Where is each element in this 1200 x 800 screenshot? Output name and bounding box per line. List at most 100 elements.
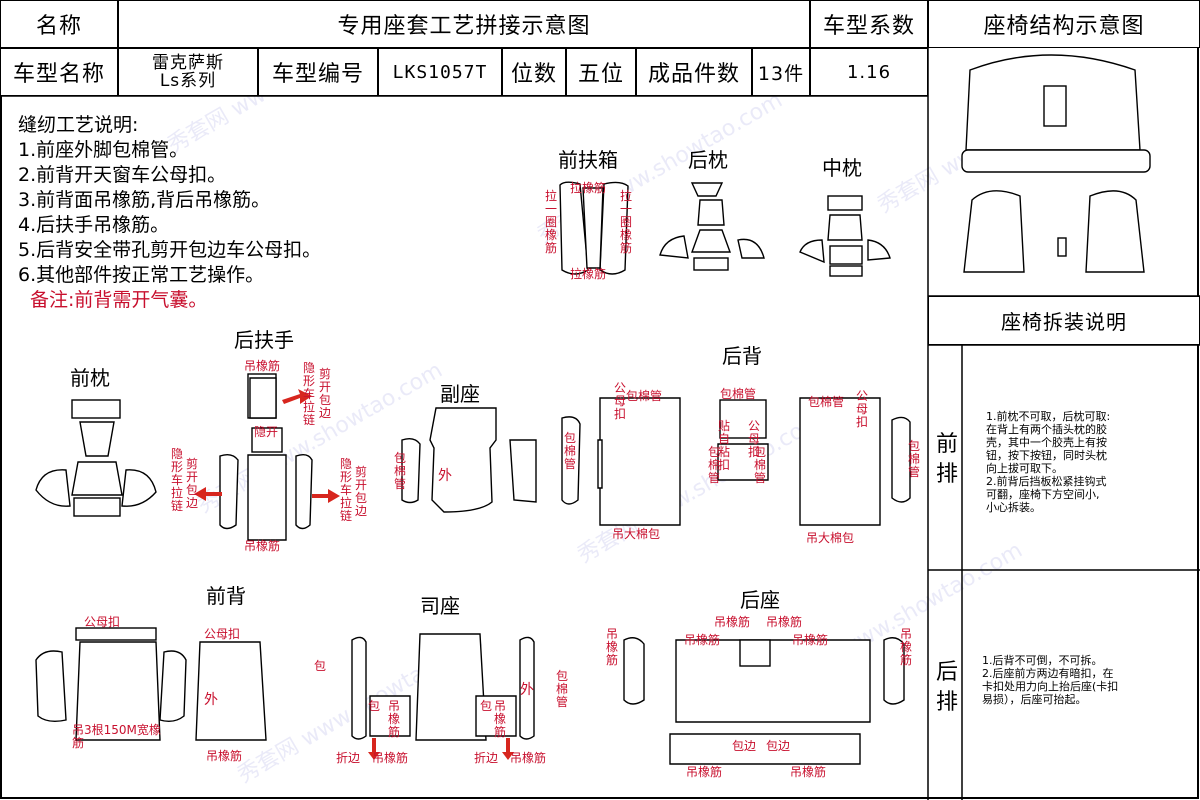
model-code-value: LKS1057T [378, 48, 502, 96]
ann-hang-rubber: 吊橡筋 [510, 751, 547, 765]
ann-bao: 包 [480, 699, 493, 713]
ann-bao-mianguan: 包棉管 [556, 669, 569, 709]
note-item: 4.后扶手吊橡筋。 [18, 214, 170, 236]
model-name-value: 雷克萨斯 Ls系列 [118, 48, 258, 96]
instruction-line: 易损），后座可抬起。 [982, 693, 1087, 706]
model-name-line2: Ls系列 [159, 71, 217, 91]
page-title: 专用座套工艺拼接示意图 [118, 0, 810, 48]
note-item: 2.前背开天窗车公母扣。 [18, 164, 227, 186]
instruction-line: 卡扣处用力向上抬后座(卡扣 [982, 680, 1119, 693]
label-rear-back: 后背 [722, 344, 762, 368]
ann-tie-self: 贴自粘扣 [718, 419, 731, 472]
ann-bao-mianguan: 包棉管 [808, 395, 845, 409]
ann-la-rubber: 拉橡筋 [570, 267, 607, 281]
model-name-line1: 雷克萨斯 [152, 53, 224, 73]
sewing-notes: 缝纫工艺说明: 1.前座外脚包棉管。 2.前背开天窗车公母扣。 3.前背面吊橡筋… [18, 113, 321, 313]
label-front-back: 前背 [206, 584, 246, 608]
ann-hang-rubber: 吊橡筋 [388, 699, 401, 739]
instruction-line: 向上拔可取下。 [986, 462, 1063, 475]
pieces-label: 成品件数 [636, 48, 752, 96]
ann-hang-rubber: 吊橡筋 [766, 615, 803, 629]
ann-gong-mu-kou: 公母扣 [84, 615, 121, 629]
instruction-line: 2.前背后挡板松紧挂钩式 [986, 475, 1107, 488]
ann-bao-mianguan: 包棉管 [754, 445, 767, 485]
ann-hang-rubber: 吊橡筋 [244, 359, 281, 373]
ann-hidden-open: 隐开 [254, 425, 279, 439]
ann-la-yi-quan: 拉一圈橡筋 [545, 189, 558, 255]
instruction-line: 1.后背不可倒，不可拆。 [982, 654, 1103, 667]
ann-hidden-zip: 隐形车拉链 [303, 361, 316, 427]
ann-hang-rubber: 吊橡筋 [792, 633, 829, 647]
ann-hang-rubber: 吊橡筋 [206, 749, 243, 763]
ann-bao-mianguan: 包棉管 [564, 431, 577, 471]
ann-bao: 包 [368, 699, 381, 713]
ann-hang-rubber: 吊橡筋 [900, 627, 913, 667]
label-rear-armrest: 后扶手 [234, 328, 294, 352]
ann-wai: 外 [204, 692, 218, 708]
ann-bao: 包 [314, 659, 327, 673]
ann-bao-mianguan: 包棉管 [908, 439, 921, 479]
ann-diao3: 吊3根150M宽橡筋 [72, 723, 161, 750]
label-rear-pillow: 后枕 [688, 148, 728, 172]
ann-hang-rubber: 吊橡筋 [494, 699, 507, 739]
front-row-instructions: 1.前枕不可取，后枕可取: 在背上有两个插头枕的胶 壳，其中一个胶壳上有按 钮，… [986, 410, 1110, 514]
pieces-value: 13件 [752, 48, 810, 96]
ann-bao-mianguan: 包棉管 [720, 387, 757, 401]
notes-remark: 备注:前背需开气囊。 [30, 289, 208, 311]
ann-bao-bian: 包边 [766, 739, 791, 753]
ann-cut-open: 剪开包边 [319, 367, 332, 420]
name-label: 名称 [0, 0, 118, 48]
instruction-line: 2.后座前方两边有暗扣，在 [982, 667, 1114, 680]
instruction-line: 钮，按下按钮，同时头枕 [986, 449, 1107, 462]
model-code-label: 车型编号 [258, 48, 378, 96]
ann-fold-edge: 折边 [336, 751, 361, 765]
ann-bao-mianguan: 包棉管 [626, 389, 663, 403]
note-item: 6.其他部件按正常工艺操作。 [18, 264, 265, 286]
ann-la-yi-quan: 拉一圈橡筋 [620, 189, 633, 255]
coef-label: 车型系数 [810, 0, 928, 48]
model-name-label: 车型名称 [0, 48, 118, 96]
ann-hidden-zip: 隐形车拉链 [340, 457, 353, 523]
ann-hang-rubber: 吊橡筋 [790, 765, 827, 779]
note-item: 3.前背面吊橡筋,背后吊橡筋。 [18, 189, 271, 211]
instruction-line: 小心拆装。 [986, 501, 1041, 514]
ann-hang-rubber: 吊橡筋 [372, 751, 409, 765]
instruction-line: 在背上有两个插头枕的胶 [986, 423, 1107, 436]
rear-row-instructions: 1.后背不可倒，不可拆。 2.后座前方两边有暗扣，在 卡扣处用力向上抬后座(卡扣… [982, 654, 1118, 706]
ann-la-rubber: 拉橡筋 [570, 181, 607, 195]
ann-wai: 外 [438, 468, 452, 484]
ann-hang-rubber: 吊橡筋 [714, 615, 751, 629]
label-mid-pillow: 中枕 [822, 156, 862, 180]
ann-hidden-zip: 隐形车拉链 [171, 447, 184, 513]
label-passenger-seat: 副座 [440, 382, 480, 406]
label-driver-seat: 司座 [420, 594, 460, 618]
ann-hang-rubber: 吊橡筋 [244, 539, 281, 553]
ann-gong-mu-kou: 公母扣 [856, 389, 869, 429]
ann-gong-mu-kou: 公母扣 [614, 381, 627, 421]
front-row-label: 前排 [935, 432, 958, 487]
seats-label: 位数 [502, 48, 566, 96]
note-item: 1.前座外脚包棉管。 [18, 139, 189, 161]
ann-gong-mu-kou: 公母扣 [748, 419, 761, 459]
instruction-line: 1.前枕不可取，后枕可取: [986, 410, 1111, 423]
disassembly-title: 座椅拆装说明 [928, 296, 1200, 345]
instruction-line: 壳，其中一个胶壳上有按 [986, 436, 1107, 449]
rear-row-label: 后排 [935, 660, 958, 715]
ann-bao-mianguan: 包棉管 [394, 451, 407, 491]
seats-value: 五位 [566, 48, 636, 96]
structure-label: 座椅结构示意图 [928, 0, 1200, 48]
ann-bao-mianguan: 包棉管 [708, 445, 721, 485]
label-rear-seat: 后座 [740, 588, 780, 612]
instruction-line: 可翻，座椅下方空间小, [986, 488, 1100, 501]
coef-value: 1.16 [810, 48, 928, 96]
ann-bao-bian: 包边 [732, 739, 757, 753]
ann-cut-open: 剪开包边 [355, 465, 368, 518]
ann-diao-mianbao: 吊大棉包 [806, 531, 855, 545]
ann-hang-rubber: 吊橡筋 [606, 627, 619, 667]
note-item: 5.后背安全带孔剪开包边车公母扣。 [18, 239, 322, 261]
ann-hang-rubber: 吊橡筋 [686, 765, 723, 779]
ann-hang-rubber: 吊橡筋 [684, 633, 721, 647]
label-front-pillow: 前枕 [70, 366, 110, 390]
label-front-armrest: 前扶箱 [558, 148, 618, 172]
